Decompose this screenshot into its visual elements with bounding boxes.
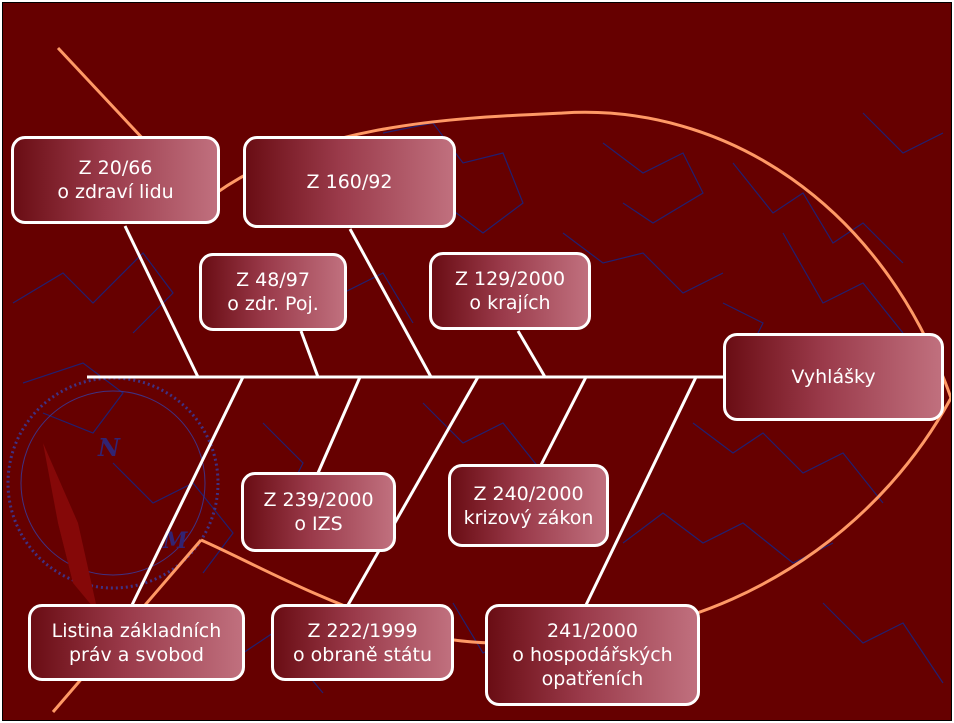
svg-text:N: N: [97, 433, 121, 462]
diagram-canvas: N M: [6, 46, 951, 713]
box-z241-2000-line3: opatřeních: [541, 668, 644, 690]
box-listina: Listina základních práv a svobod: [28, 604, 245, 681]
box-z160-92: Z 160/92: [243, 136, 456, 228]
box-z20-66-line2: o zdraví lidu: [57, 181, 174, 203]
box-z129-2000: Z 129/2000 o krajích: [429, 252, 591, 330]
box-z48-97: Z 48/97 o zdr. Poj.: [199, 253, 347, 331]
box-z240-2000: Z 240/2000 krizový zákon: [448, 464, 609, 547]
box-z129-2000-line2: o krajích: [469, 292, 551, 314]
box-listina-line1: Listina základních: [51, 619, 222, 642]
box-z241-2000-line1: 241/2000: [546, 620, 639, 642]
box-z241-2000: 241/2000 o hospodářských opatřeních: [485, 604, 700, 706]
box-z48-97-line1: Z 48/97: [236, 269, 310, 291]
box-z20-66-line1: Z 20/66: [78, 157, 153, 179]
box-z222-1999-line1: Z 222/1999: [307, 619, 418, 642]
box-z160-92-line1: Z 160/92: [306, 171, 393, 193]
box-z48-97-line2: o zdr. Poj.: [227, 293, 319, 315]
box-z241-2000-line2: o hospodářských: [512, 644, 673, 666]
box-z240-2000-line2: krizový zákon: [463, 506, 594, 529]
box-vyhlasky-line1: Vyhlášky: [791, 366, 876, 388]
box-vyhlasky: Vyhlášky: [723, 333, 944, 421]
box-z240-2000-line1: Z 240/2000: [473, 482, 584, 505]
box-z239-2000: Z 239/2000 o IZS: [241, 472, 396, 552]
box-z129-2000-line1: Z 129/2000: [454, 268, 566, 290]
box-listina-line2: práv a svobod: [69, 643, 204, 666]
box-z20-66: Z 20/66 o zdraví lidu: [11, 136, 220, 224]
box-z222-1999-line2: o obraně státu: [292, 643, 433, 666]
box-z239-2000-line2: o IZS: [294, 513, 343, 535]
fishbone-spine: [87, 225, 725, 606]
box-z239-2000-line1: Z 239/2000: [263, 489, 374, 511]
box-z222-1999: Z 222/1999 o obraně státu: [271, 604, 454, 681]
svg-text:M: M: [162, 528, 188, 554]
compass-rose-icon: N M: [6, 376, 220, 613]
